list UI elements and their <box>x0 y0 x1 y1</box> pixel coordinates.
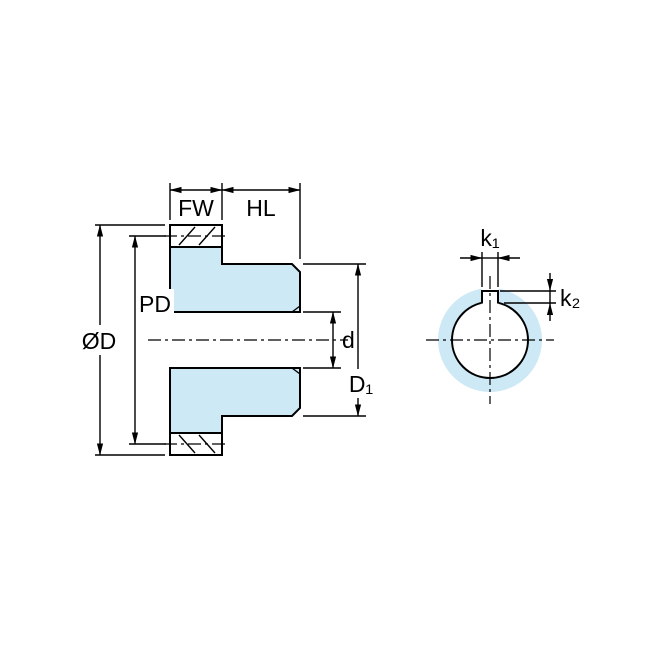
dim-pitch-diameter: PD <box>129 235 174 445</box>
side-view <box>148 224 348 456</box>
k2-label: k₂ <box>560 285 580 311</box>
pd-label: PD <box>139 291 171 317</box>
gear-body-lower <box>169 367 301 434</box>
gear-body-upper <box>169 246 301 313</box>
fw-label: FW <box>178 195 214 221</box>
d-label: d <box>342 327 355 353</box>
keyway-outline <box>481 290 499 304</box>
bore-chamfer-lines <box>291 305 301 375</box>
dim-keyway-width: k₁ <box>460 225 520 287</box>
d1-label-mask <box>341 369 382 398</box>
dim-hub-length: HL <box>221 183 301 259</box>
od-label-mask <box>79 325 121 355</box>
dim-keyway-depth: k₂ <box>500 273 580 321</box>
end-view <box>426 276 554 404</box>
pitch-circle-lines <box>164 235 228 445</box>
pd-label-mask <box>136 289 174 319</box>
d1-label: D₁ <box>349 371 374 397</box>
dim-outer-diameter: ØD <box>79 224 165 456</box>
dim-hub-diameter: D₁ <box>303 263 382 417</box>
dim-bore-diameter: d <box>303 311 355 369</box>
hl-label: HL <box>246 195 276 221</box>
dim-face-width: FW <box>169 183 223 221</box>
k1-label: k₁ <box>480 225 500 251</box>
od-label: ØD <box>82 328 117 354</box>
